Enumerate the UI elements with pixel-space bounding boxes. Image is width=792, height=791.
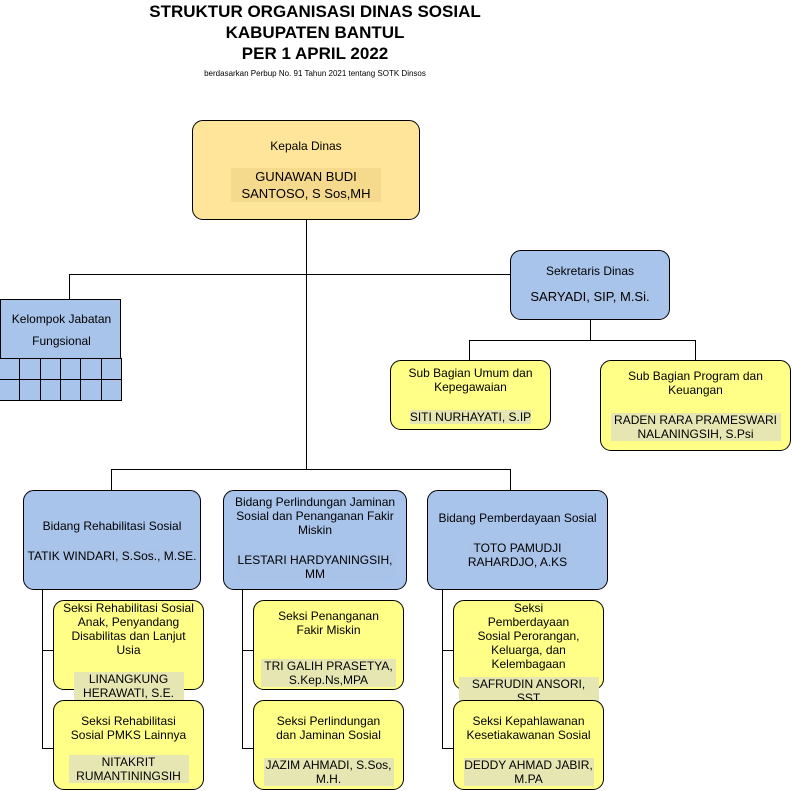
connector-subbag-program-down bbox=[695, 340, 696, 360]
bidang-rehabilitasi-box[interactable]: Bidang Rehabilitasi Sosial TATIK WINDARI… bbox=[23, 490, 201, 590]
connector-rehab-seksi1 bbox=[42, 650, 54, 651]
connector-rehab-seksi2 bbox=[42, 748, 54, 749]
seksi-kepahlawanan-name: DEDDY AHMAD JABIR, M.PA bbox=[463, 758, 594, 786]
sub-bagian-umum-role: Sub Bagian Umum dan Kepegawaian bbox=[408, 366, 533, 394]
seksi-kepahlawanan-role: Seksi Kepahlawanan Kesetiakawanan Sosial bbox=[466, 714, 591, 742]
kepala-dinas-box[interactable]: Kepala Dinas GUNAWAN BUDI SANTOSO, S Sos… bbox=[192, 120, 420, 220]
seksi-fakir-miskin-name: TRI GALIH PRASETYA, S.Kep.Ns,MPA bbox=[261, 659, 396, 687]
chart-title-line-1: STRUKTUR ORGANISASI DINAS SOSIAL bbox=[149, 2, 481, 21]
connector-subbag-horizontal bbox=[469, 340, 695, 341]
connector-pemberdayaan-seksi1 bbox=[442, 650, 454, 651]
connector-bidang-pemberdayaan-down bbox=[510, 469, 511, 490]
connector-pemberdayaan-seksi2 bbox=[442, 748, 454, 749]
seksi-rehab-anak-box[interactable]: Seksi Rehabilitasi Sosial Anak, Penyanda… bbox=[53, 600, 204, 700]
bidang-rehabilitasi-name: TATIK WINDARI, S.Sos., M.SE. bbox=[27, 549, 197, 563]
bidang-perlindungan-role: Bidang Perlindungan Jaminan Sosial dan P… bbox=[234, 495, 396, 537]
sub-bagian-umum-box[interactable]: Sub Bagian Umum dan Kepegawaian SITI NUR… bbox=[390, 360, 551, 430]
connector-bidang-rehab-down bbox=[111, 469, 112, 490]
connector-pemberdayaan-vertical bbox=[442, 589, 443, 748]
bidang-perlindungan-box[interactable]: Bidang Perlindungan Jaminan Sosial dan P… bbox=[223, 490, 407, 590]
seksi-fakir-miskin-role: Seksi Penanganan Fakir Miskin bbox=[278, 609, 379, 637]
connector-perlindungan-seksi1 bbox=[242, 650, 254, 651]
chart-subtitle: berdasarkan Perbup No. 91 Tahun 2021 ten… bbox=[204, 69, 426, 78]
seksi-jaminan-box[interactable]: Seksi Perlindungan dan Jaminan Sosial JA… bbox=[253, 700, 404, 790]
kelompok-jabatan-fungsional-label: Kelompok Jabatan Fungsional bbox=[11, 312, 112, 348]
kepala-dinas-name: GUNAWAN BUDI SANTOSO, S Sos,MH bbox=[231, 168, 381, 202]
bidang-pemberdayaan-name: TOTO PAMUDJI RAHARDJO, A.KS bbox=[467, 541, 568, 569]
seksi-kepahlawanan-box[interactable]: Seksi Kepahlawanan Kesetiakawanan Sosial… bbox=[453, 700, 604, 790]
connector-rehab-vertical bbox=[42, 589, 43, 748]
sub-bagian-program-box[interactable]: Sub Bagian Program dan Keuangan RADEN RA… bbox=[600, 360, 791, 451]
seksi-pemberdayaan-box[interactable]: Seksi Pemberdayaan Sosial Perorangan, Ke… bbox=[453, 600, 604, 705]
sekretaris-dinas-name: SARYADI, SIP, M.Si. bbox=[530, 289, 650, 304]
sub-bagian-umum-name: SITI NURHAYATI, S.IP bbox=[409, 410, 532, 424]
sub-bagian-program-name: RADEN RARA PRAMESWARI NALANINGSIH, S.Psi bbox=[610, 413, 781, 441]
seksi-rehab-anak-role: Seksi Rehabilitasi Sosial Anak, Penyanda… bbox=[63, 601, 194, 657]
connector-perlindungan-vertical bbox=[242, 589, 243, 748]
chart-title-line-3: PER 1 APRIL 2022 bbox=[241, 44, 389, 63]
bidang-pemberdayaan-box[interactable]: Bidang Pemberdayaan Sosial TOTO PAMUDJI … bbox=[427, 490, 608, 590]
seksi-rehab-pmks-name: NITAKRIT RUMANTININGSIH bbox=[68, 755, 189, 783]
chart-title-line-2: KABUPATEN BANTUL bbox=[225, 23, 405, 42]
seksi-fakir-miskin-box[interactable]: Seksi Penanganan Fakir Miskin TRI GALIH … bbox=[253, 600, 404, 690]
sekretaris-dinas-role: Sekretaris Dinas bbox=[545, 264, 635, 278]
sekretaris-dinas-box[interactable]: Sekretaris Dinas SARYADI, SIP, M.Si. bbox=[510, 250, 670, 320]
seksi-jaminan-name: JAZIM AHMADI, S.Sos, M.H. bbox=[263, 758, 394, 786]
kelompok-jabatan-fungsional-grid bbox=[0, 358, 122, 401]
kelompok-jabatan-fungsional-box[interactable]: Kelompok Jabatan Fungsional bbox=[0, 299, 122, 401]
bidang-rehabilitasi-role: Bidang Rehabilitasi Sosial bbox=[42, 519, 182, 533]
connector-bidang-horizontal bbox=[111, 469, 511, 470]
kepala-dinas-role: Kepala Dinas bbox=[270, 139, 342, 153]
connector-subbag-umum-down bbox=[469, 340, 470, 360]
sub-bagian-program-role: Sub Bagian Program dan Keuangan bbox=[628, 369, 763, 397]
connector-sekretaris-down bbox=[590, 319, 591, 340]
bidang-pemberdayaan-role: Bidang Pemberdayaan Sosial bbox=[438, 511, 597, 525]
seksi-rehab-pmks-role: Seksi Rehabilitasi Sosial PMKS Lainnya bbox=[70, 714, 187, 742]
bidang-perlindungan-name: LESTARI HARDYANINGSIH, MM bbox=[235, 553, 395, 581]
seksi-pemberdayaan-role: Seksi Pemberdayaan Sosial Perorangan, Ke… bbox=[477, 601, 580, 671]
seksi-rehab-pmks-box[interactable]: Seksi Rehabilitasi Sosial PMKS Lainnya N… bbox=[53, 700, 204, 790]
seksi-rehab-anak-name: LINANGKUNG HERAWATI, S.E. bbox=[73, 672, 184, 700]
connector-fungsional-down bbox=[69, 274, 70, 300]
connector-kepala-down bbox=[306, 219, 307, 470]
connector-perlindungan-seksi2 bbox=[242, 748, 254, 749]
connector-horizontal-fungsional-sekretaris bbox=[69, 274, 511, 275]
seksi-jaminan-role: Seksi Perlindungan dan Jaminan Sosial bbox=[276, 714, 381, 742]
